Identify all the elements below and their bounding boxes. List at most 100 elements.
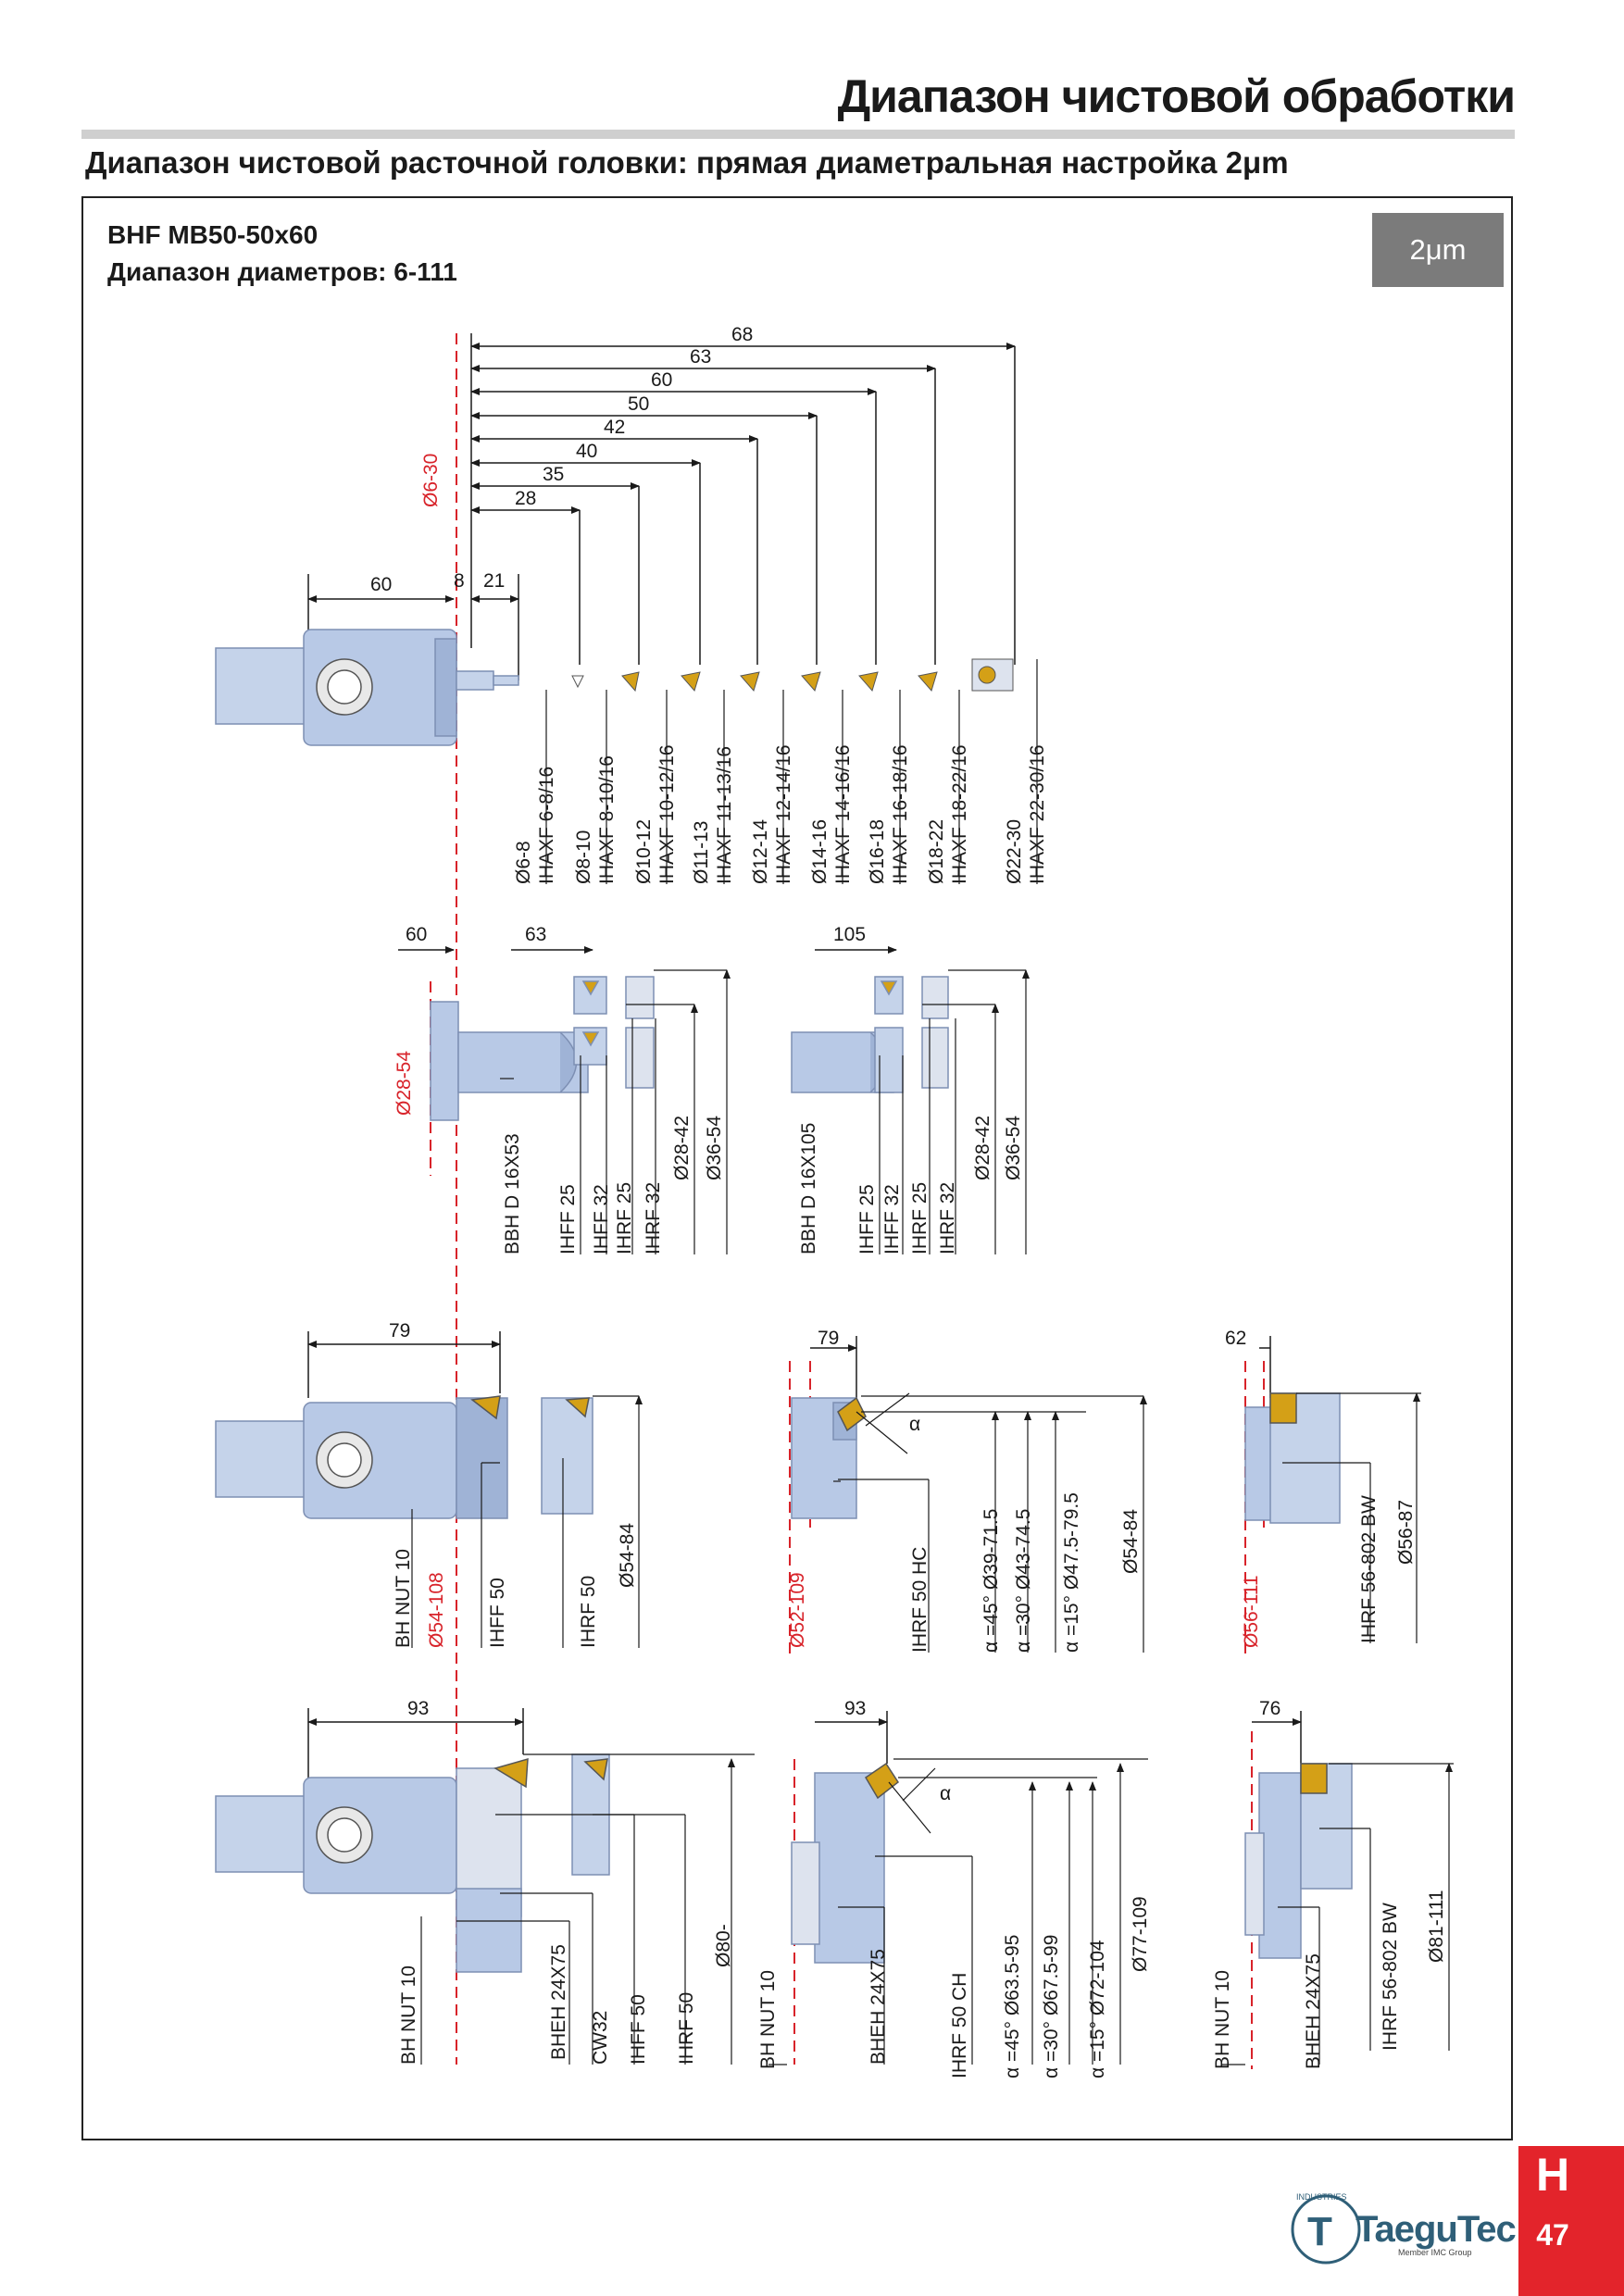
s1-dim-8: 8 <box>454 570 465 592</box>
section-letter: H <box>1535 2149 1570 2201</box>
s1-tool-4-dia: Ø11-13 <box>691 821 712 885</box>
s3c-dim: 62 <box>1225 1328 1246 1349</box>
s1-tool-8-dia: Ø18-22 <box>926 819 947 884</box>
s3c-l1: Ø56-87 <box>1395 1500 1417 1565</box>
s3b-l3: α =15° Ø47.5-79.5 <box>1061 1492 1082 1653</box>
section-tab <box>1518 2146 1624 2296</box>
s4a-l2: CW32 <box>590 2011 611 2065</box>
s2-dim-63: 63 <box>525 924 546 945</box>
s1-tool-4-code: IHAXF 11-13/16 <box>714 746 735 884</box>
s4b-l5: α =15° Ø72-104 <box>1087 1940 1108 2078</box>
s1-horizontal-dims <box>470 333 1016 665</box>
s1-tool-1-dia: Ø6-8 <box>513 841 534 884</box>
s4a-l4: IHRF 50 <box>676 1992 697 2065</box>
s4a-head <box>215 1753 610 1973</box>
s3a-dim: 79 <box>389 1320 410 1341</box>
section-2: Ø28-54 60 63 105 <box>394 924 1030 1254</box>
s1-tool-7-dia: Ø16-18 <box>867 819 888 884</box>
s4c-head <box>1244 1763 1353 1959</box>
s1-dim-50: 50 <box>628 393 649 415</box>
s2-left-l5: Ø36-54 <box>704 1116 725 1180</box>
s1-tool-2-dia: Ø8-10 <box>573 830 594 884</box>
s4b-alpha: α <box>940 1783 951 1804</box>
s4a-dim: 93 <box>407 1698 429 1719</box>
s3c-head <box>1244 1392 1341 1524</box>
s3c-range: Ø56-111 <box>1241 1575 1262 1648</box>
s3b-l1: α =45° Ø39-71.5 <box>981 1509 1002 1653</box>
s1-dim-21: 21 <box>483 570 505 592</box>
s4c-l3: Ø81-111 <box>1426 1890 1447 1963</box>
diameter-range: Диапазон диаметров: 6-111 <box>107 257 457 286</box>
s1-tool-6-dia: Ø14-16 <box>809 819 831 884</box>
s1-tool-9-code: IHAXF 22-30/16 <box>1027 744 1048 884</box>
title-rule <box>81 130 1515 139</box>
s2-dim-105: 105 <box>833 924 866 945</box>
s2-right-bar-label: BBH D 16X105 <box>798 1123 819 1254</box>
s4a-l1: BHEH 24X75 <box>548 1944 569 2060</box>
s1-tool-3-code: IHAXF 10-12/16 <box>656 744 678 884</box>
section-4: 93 BH NUT 10 BHEH 24X75 CW32 <box>215 1698 1454 2078</box>
s1-tool-5-code: IHAXF 12-14/16 <box>773 744 794 884</box>
logo-subtext: Member IMC Group <box>1398 2248 1472 2257</box>
logo-wordmark: TaeguTec <box>1355 2209 1517 2250</box>
s4b-l2: IHRF 50 CH <box>949 1973 970 2078</box>
s1-dim-68: 68 <box>731 324 753 345</box>
s1-range-label: Ø6-30 <box>420 454 442 507</box>
s3a-range: Ø54-108 <box>426 1572 447 1648</box>
page-number: 47 <box>1536 2218 1569 2252</box>
section-1: Ø6-30 68 63 60 50 42 40 35 28 <box>215 324 1048 885</box>
s2-right-bar <box>791 976 949 1093</box>
s1-tool-3-dia: Ø10-12 <box>633 819 655 884</box>
s4b-head <box>791 1762 900 1964</box>
s4b-dim: 93 <box>844 1698 866 1719</box>
taegutec-logo-icon: T INDUSTRIES <box>1291 2192 1361 2265</box>
s2-left-bar-label: BBH D 16X53 <box>502 1133 523 1254</box>
s1-dim-35: 35 <box>543 464 564 485</box>
s2-right-l0: IHFF 25 <box>856 1184 878 1254</box>
s1-dim-40: 40 <box>576 441 597 462</box>
page-title: Диапазон чистовой обработки <box>837 70 1516 122</box>
s1-tool-8-code: IHAXF 18-22/16 <box>949 744 970 884</box>
s4c-l1: BHEH 24X75 <box>1303 1953 1324 2069</box>
s3b-head <box>791 1396 867 1519</box>
s1-dim-60-body: 60 <box>370 574 392 595</box>
s3b-alpha: α <box>909 1414 920 1435</box>
s4a-l3: IHFF 50 <box>628 1994 649 2065</box>
s3b-dim: 79 <box>818 1328 839 1349</box>
s1-tool-6-code: IHAXF 14-16/16 <box>832 744 854 884</box>
s4c-l2: IHRF 56-802 BW <box>1380 1903 1401 2051</box>
s3c-l0: IHRF 56-802 BW <box>1358 1495 1380 1643</box>
s4c-l0: BH NUT 10 <box>1212 1970 1233 2069</box>
s2-right-l3: IHRF 32 <box>937 1182 958 1254</box>
s3a-l1: IHFF 50 <box>487 1578 508 1648</box>
s3a-l0: BH NUT 10 <box>393 1549 414 1648</box>
s3a-head <box>215 1395 593 1519</box>
s2-left-bar <box>430 976 655 1121</box>
s2-right-l5: Ø36-54 <box>1003 1116 1024 1180</box>
s1-tool-5-dia: Ø12-14 <box>750 819 771 884</box>
s2-left-l4: Ø28-42 <box>671 1116 693 1180</box>
s1-tool-1-code: IHAXF 6-8/16 <box>536 767 557 884</box>
s1-tool-2-code: IHAXF 8-10/16 <box>596 755 618 884</box>
s1-dim-63: 63 <box>690 346 711 368</box>
s2-right-l4: Ø28-42 <box>972 1116 993 1180</box>
s1-dim-60: 60 <box>651 369 672 391</box>
s3b-l0: IHRF 50 HC <box>909 1547 931 1653</box>
s4a-l5: Ø80- <box>713 1924 734 1967</box>
s2-left-l1: IHFF 32 <box>591 1184 612 1254</box>
s4b-l3: α =45° Ø63.5-95 <box>1002 1935 1023 2078</box>
s2-dim-60: 60 <box>406 924 427 945</box>
logo-mark-t: T <box>1307 2209 1332 2254</box>
s4b-l0: BH NUT 10 <box>757 1970 779 2069</box>
s1-boring-head <box>215 629 519 746</box>
s3b-l4: Ø54-84 <box>1120 1509 1142 1574</box>
s2-right-l2: IHRF 25 <box>909 1182 931 1254</box>
s4c-dim: 76 <box>1259 1698 1280 1719</box>
section-3: 79 BH NUT 10 Ø54-108 IHFF 50 IHRF 50 Ø54… <box>215 1320 1421 1657</box>
s2-left-l0: IHFF 25 <box>557 1184 579 1254</box>
s1-tool-9-dia: Ø22-30 <box>1004 819 1025 884</box>
s2-left-l2: IHRF 25 <box>614 1182 635 1254</box>
s3b-range: Ø52-109 <box>787 1572 808 1648</box>
s2-left-l3: IHRF 32 <box>643 1182 664 1254</box>
